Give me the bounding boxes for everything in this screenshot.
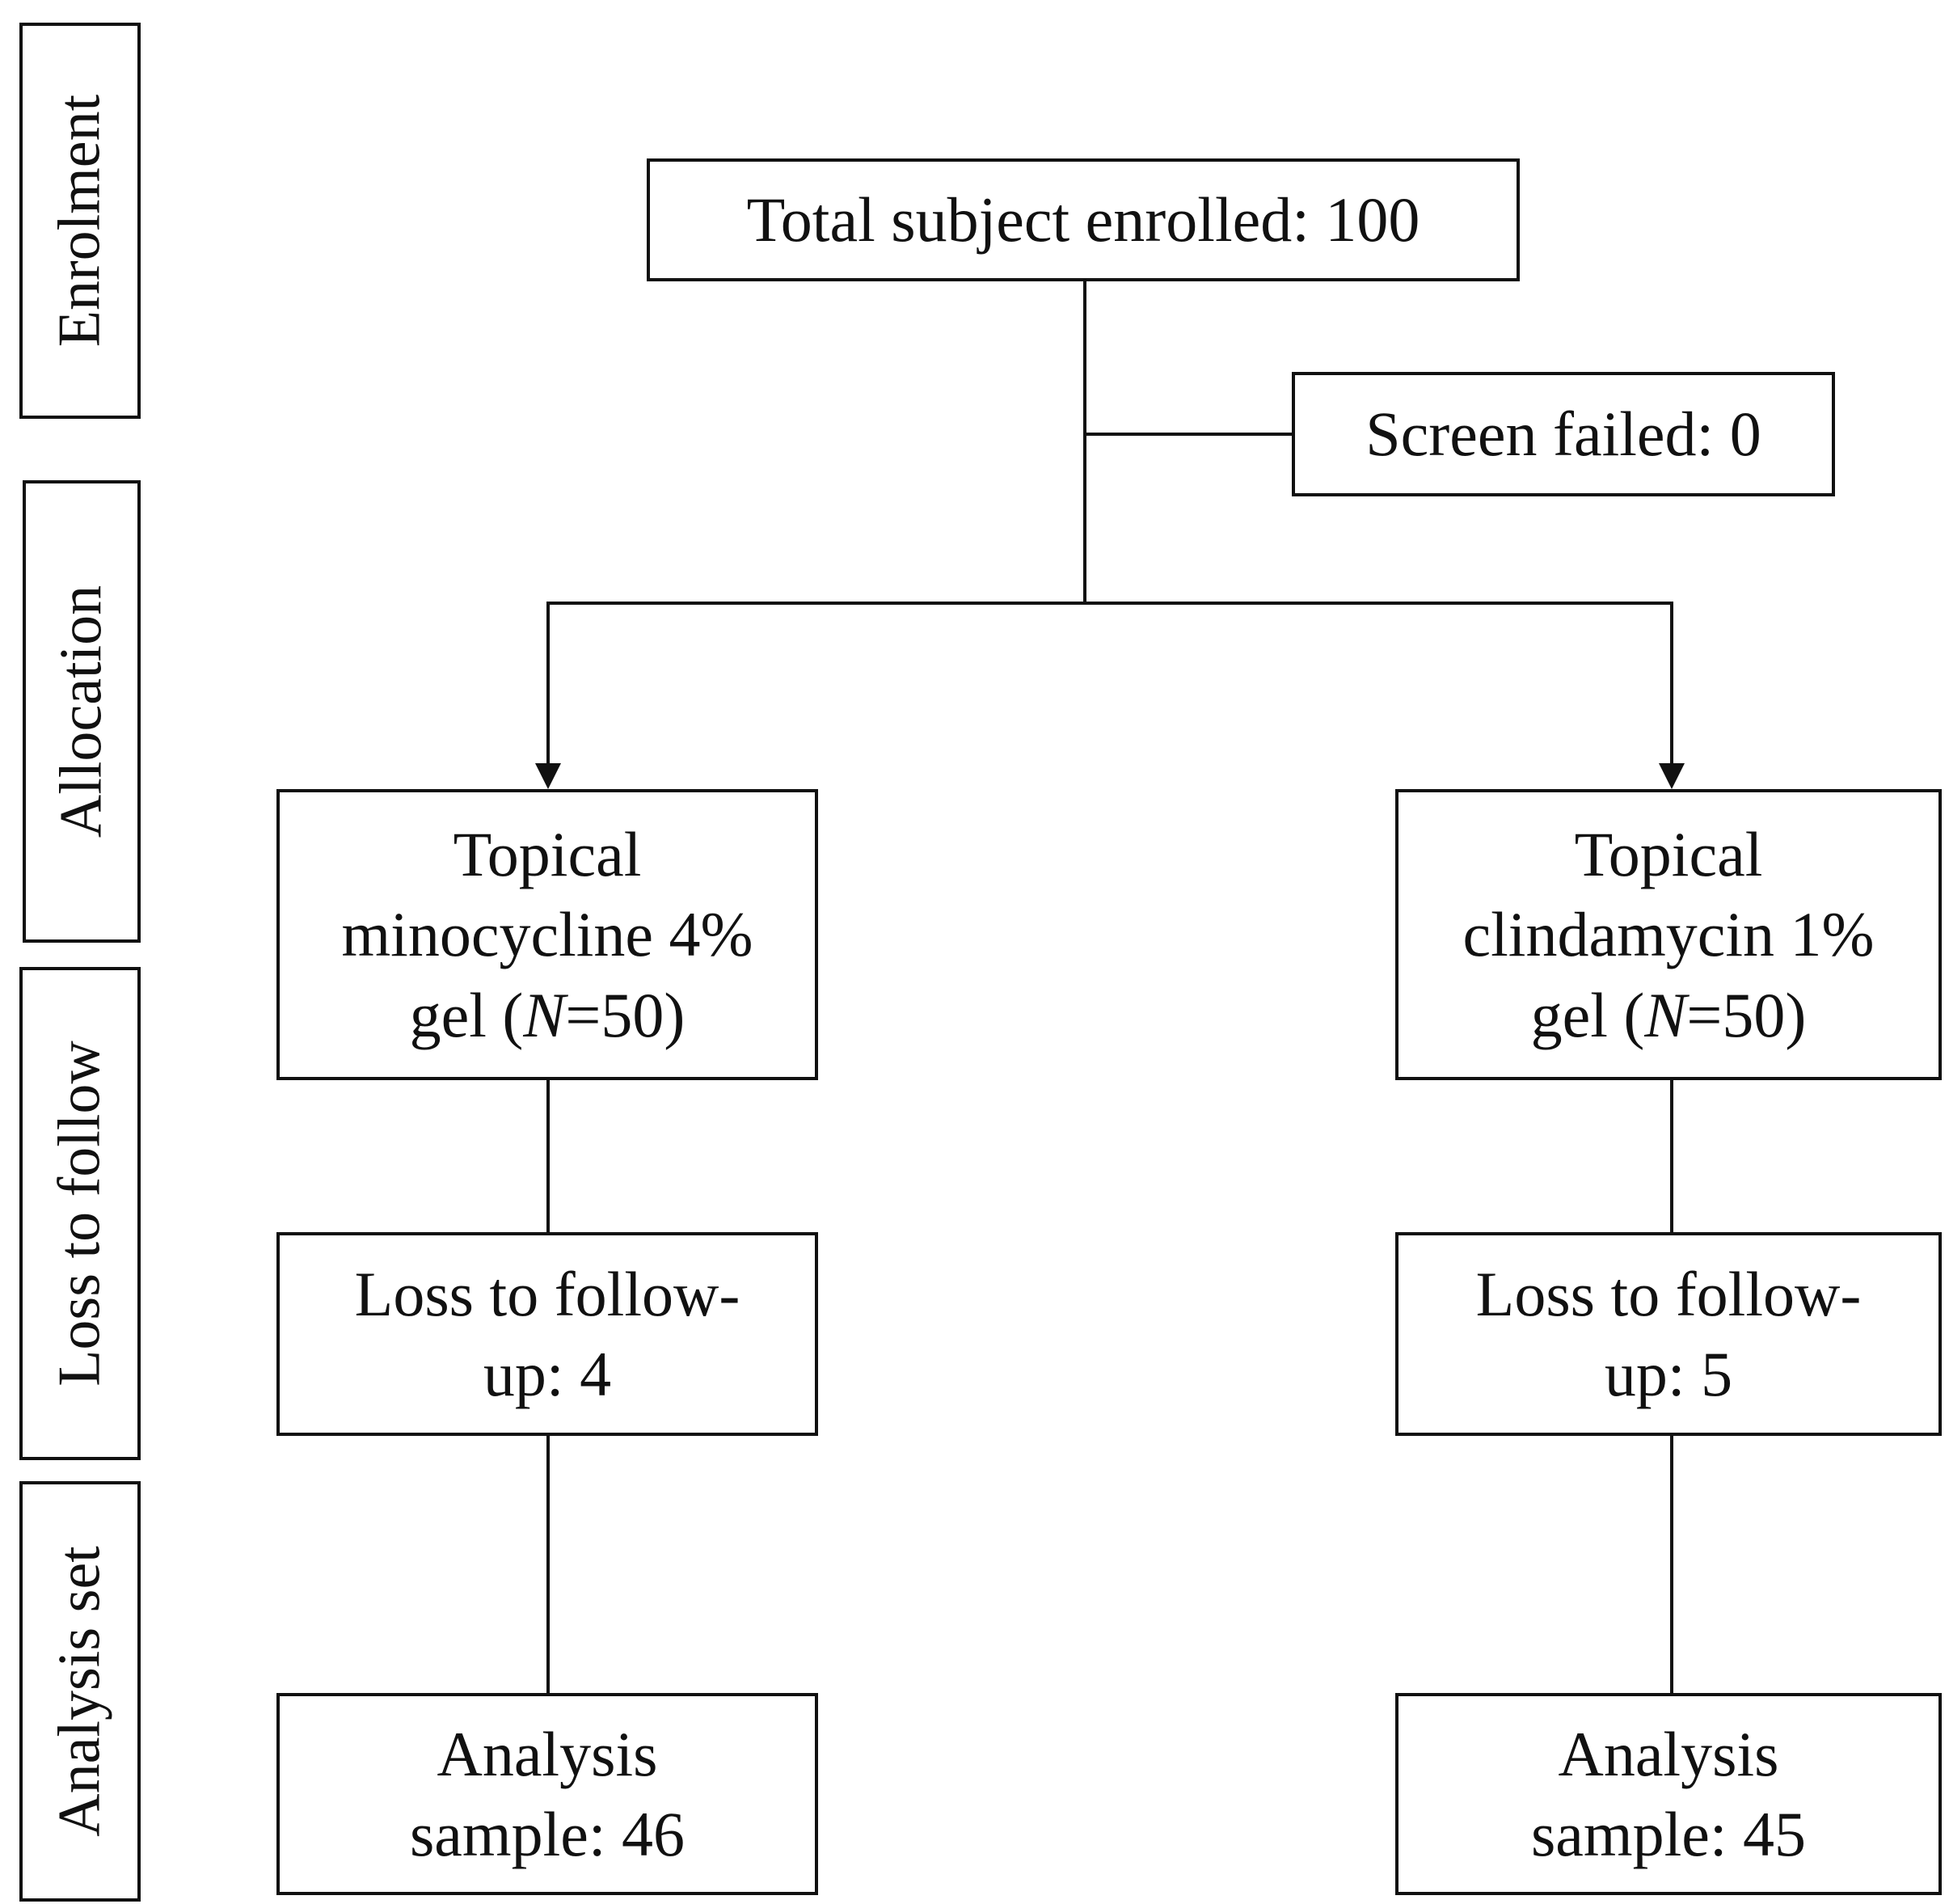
minocycline-line3-n: N [523,979,566,1050]
clindamycin-line2: clindamycin 1% [1462,899,1875,970]
connector-enrolled-down [1083,281,1086,605]
connector-split-horizontal [546,602,1673,605]
clindamycin-loss-text: Loss to follow- up: 5 [1476,1254,1862,1414]
clindamycin-line3-suffix: =50) [1686,979,1807,1050]
minocycline-analysis-line2: sample: 46 [409,1799,686,1869]
minocycline-loss-text: Loss to follow- up: 4 [355,1254,740,1414]
minocycline-line3-prefix: gel ( [409,979,524,1050]
clindamycin-line3-n: N [1644,979,1687,1050]
screen-failed-box: Screen failed: 0 [1292,372,1835,496]
minocycline-loss-line1: Loss to follow- [354,1258,740,1329]
clindamycin-line3-prefix: gel ( [1530,979,1645,1050]
connector-screen-failed [1083,433,1293,436]
enrolled-box: Total subject enrolled: 100 [647,158,1520,281]
stage-loss-to-follow: Loss to follow [19,967,141,1460]
minocycline-line3: gel (N=50) [341,975,753,1055]
clindamycin-analysis-line1: Analysis [1558,1718,1779,1789]
clindamycin-line3: gel (N=50) [1462,975,1874,1055]
arrowhead-right [1659,763,1685,789]
minocycline-loss-line2: up: 4 [483,1339,612,1409]
clindamycin-analysis-line2: sample: 45 [1530,1799,1807,1869]
clindamycin-arm-text: Topical clindamycin 1% gel (N=50) [1462,814,1874,1054]
minocycline-line1: Topical [453,819,642,890]
clindamycin-analysis-box: Analysis sample: 45 [1395,1693,1942,1895]
clindamycin-analysis-text: Analysis sample: 45 [1531,1714,1806,1874]
minocycline-analysis-text: Analysis sample: 46 [410,1714,685,1874]
minocycline-line3-suffix: =50) [565,979,686,1050]
clindamycin-loss-line2: up: 5 [1604,1339,1733,1409]
connector-left-loss-to-analysis [546,1436,550,1695]
enrolled-text: Total subject enrolled: 100 [746,184,1420,255]
minocycline-analysis-line1: Analysis [437,1718,658,1789]
connector-left-arm-to-loss [546,1080,550,1234]
connector-left-arm-down [546,602,550,763]
connector-right-arm-to-loss [1670,1080,1673,1234]
screen-failed-text: Screen failed: 0 [1365,399,1761,470]
clindamycin-loss-box: Loss to follow- up: 5 [1395,1232,1942,1436]
minocycline-arm-text: Topical minocycline 4% gel (N=50) [341,814,753,1054]
stage-allocation: Allocation [23,480,141,943]
stage-analysis-set: Analysis set [19,1481,141,1902]
clindamycin-line1: Topical [1574,819,1763,890]
connector-right-arm-down [1670,602,1673,763]
minocycline-analysis-box: Analysis sample: 46 [276,1693,818,1895]
clindamycin-arm-box: Topical clindamycin 1% gel (N=50) [1395,789,1942,1080]
minocycline-arm-box: Topical minocycline 4% gel (N=50) [276,789,818,1080]
connector-right-loss-to-analysis [1670,1436,1673,1695]
stage-enrolment: Enrolment [19,23,141,419]
arrowhead-left [535,763,561,789]
minocycline-line2: minocycline 4% [341,899,753,970]
minocycline-loss-box: Loss to follow- up: 4 [276,1232,818,1436]
clindamycin-loss-line1: Loss to follow- [1475,1258,1862,1329]
